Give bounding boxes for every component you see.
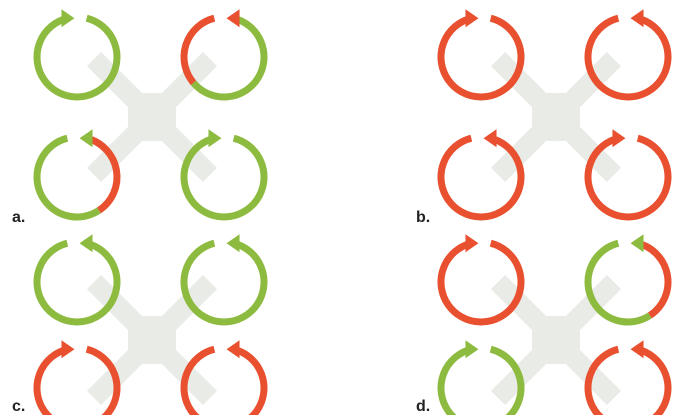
clockwise-arrow-icon xyxy=(465,9,478,27)
rotor-ring-segment xyxy=(184,138,264,217)
panel-c xyxy=(37,234,264,415)
rotor-ring-segment xyxy=(37,138,99,217)
panel-d xyxy=(441,234,668,415)
counterclockwise-arrow-icon xyxy=(484,129,497,147)
drone-frame xyxy=(87,275,217,405)
clockwise-arrow-icon xyxy=(208,129,221,147)
counterclockwise-arrow-icon xyxy=(80,234,93,252)
counterclockwise-arrow-icon xyxy=(631,234,644,252)
rotor-ring-segment xyxy=(588,243,650,322)
counterclockwise-arrow-icon xyxy=(631,9,644,27)
rotor-front-left xyxy=(37,9,117,97)
clockwise-arrow-icon xyxy=(61,340,74,358)
drone-frame xyxy=(87,52,217,182)
panel-a xyxy=(37,9,264,217)
rotor-front-right xyxy=(184,234,264,322)
rotor-front-right xyxy=(588,9,668,97)
counterclockwise-arrow-icon xyxy=(227,234,240,252)
counterclockwise-arrow-icon xyxy=(80,129,93,147)
drone-frame xyxy=(491,275,621,405)
clockwise-arrow-icon xyxy=(465,234,478,252)
panel-label-b: b. xyxy=(416,209,430,226)
clockwise-arrow-icon xyxy=(61,9,74,27)
clockwise-arrow-icon xyxy=(612,129,625,147)
counterclockwise-arrow-icon xyxy=(227,9,240,27)
panel-label-a: a. xyxy=(12,209,25,226)
rotor-front-right xyxy=(588,234,668,322)
rotor-ring-segment xyxy=(588,18,668,97)
panel-label-c: c. xyxy=(12,398,25,415)
counterclockwise-arrow-icon xyxy=(631,340,644,358)
rotor-front-right xyxy=(184,9,264,97)
clockwise-arrow-icon xyxy=(465,340,478,358)
drone-frame xyxy=(491,52,621,182)
rotor-front-left xyxy=(37,234,117,322)
counterclockwise-arrow-icon xyxy=(227,340,240,358)
rotor-ring-segment xyxy=(638,243,668,315)
rotor-ring-segment xyxy=(588,138,668,217)
panel-b xyxy=(441,9,668,217)
rotor-front-left xyxy=(441,9,521,97)
panel-label-d: d. xyxy=(416,398,430,415)
rotor-front-left xyxy=(441,234,521,322)
